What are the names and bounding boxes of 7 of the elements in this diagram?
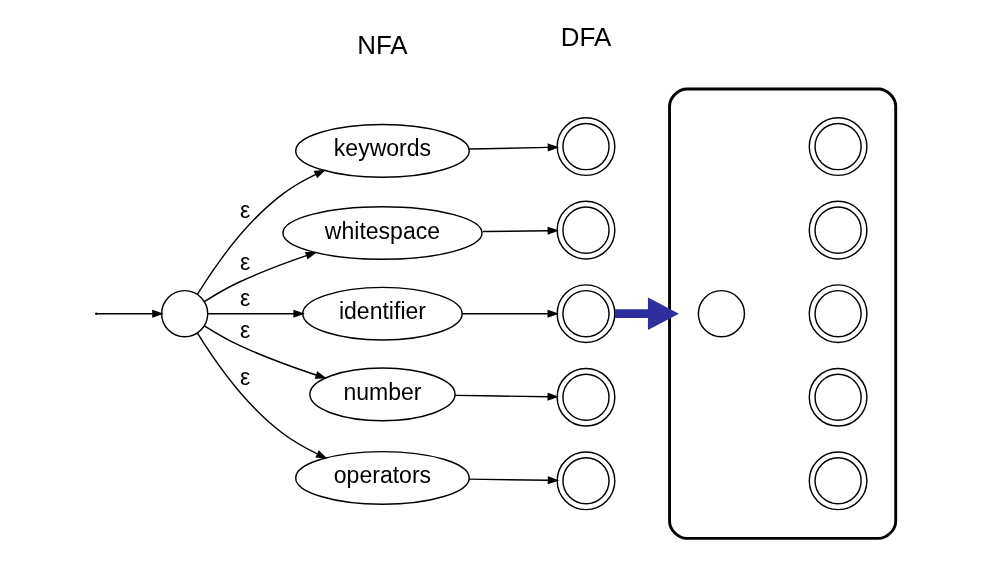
label: NFA (357, 30, 408, 59)
edge-label: ε (240, 249, 251, 276)
edge-label: ε (240, 364, 251, 391)
edge-label: ε (240, 316, 251, 343)
label: DFA (560, 23, 612, 52)
edge-label: ε (240, 197, 251, 224)
edge-label: ε (240, 285, 251, 312)
